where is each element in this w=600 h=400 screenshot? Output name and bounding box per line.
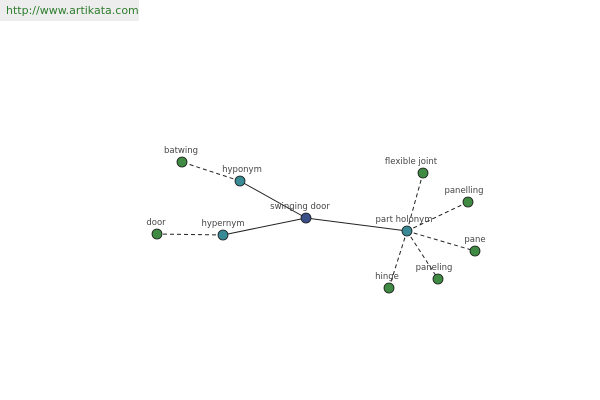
- node-batwing[interactable]: [176, 156, 188, 168]
- node-label-pane: pane: [464, 235, 485, 245]
- edge-swinging-door-to-hyponym: [239, 180, 307, 219]
- node-label-hyponym: hyponym: [222, 165, 262, 175]
- edge-part-holonym-to-paneling: [406, 230, 439, 280]
- node-label-part-holonym: part holonym: [376, 215, 433, 225]
- node-flexible-joint[interactable]: [417, 167, 429, 179]
- node-pane[interactable]: [469, 245, 481, 257]
- node-label-panelling: panelling: [444, 186, 483, 196]
- node-hinge[interactable]: [383, 282, 395, 294]
- edge-swinging-door-to-hypernym: [222, 217, 307, 236]
- node-swinging-door[interactable]: [300, 212, 312, 224]
- edge-part-holonym-to-panelling: [406, 201, 469, 232]
- edge-hypernym-to-door: [156, 233, 224, 236]
- node-panelling[interactable]: [462, 196, 474, 208]
- node-part-holonym[interactable]: [401, 225, 413, 237]
- node-label-hinge: hinge: [375, 272, 399, 282]
- nodes-layer: [151, 156, 481, 294]
- edge-part-holonym-to-hinge: [388, 230, 408, 289]
- edges-layer: [156, 161, 476, 289]
- source-url-link[interactable]: http://www.artikata.com: [0, 0, 139, 21]
- edge-part-holonym-to-flexible-joint: [406, 172, 424, 232]
- edge-swinging-door-to-part-holonym: [305, 217, 408, 232]
- node-label-flexible-joint: flexible joint: [385, 157, 438, 167]
- labels-layer: swinging door hyponym hypernym part holonym…: [146, 146, 485, 282]
- node-label-door: door: [146, 218, 166, 228]
- node-label-batwing: batwing: [164, 146, 198, 156]
- node-paneling[interactable]: [432, 273, 444, 285]
- edge-hyponym-to-batwing: [181, 161, 241, 182]
- node-hypernym[interactable]: [217, 229, 229, 241]
- node-label-swinging-door: swinging door: [270, 202, 330, 212]
- node-door[interactable]: [151, 228, 163, 240]
- edge-part-holonym-to-pane: [406, 230, 476, 252]
- node-hyponym[interactable]: [234, 175, 246, 187]
- node-label-hypernym: hypernym: [201, 219, 244, 229]
- node-label-paneling: paneling: [416, 263, 453, 273]
